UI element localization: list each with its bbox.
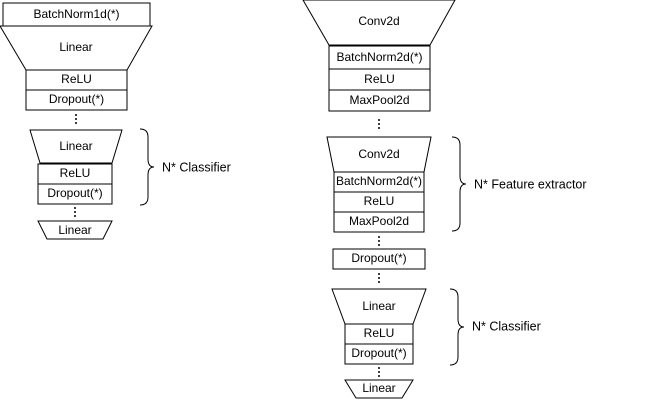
mlp-architecture: BatchNorm1d(*) Linear ReLU Dropout(*) Li… <box>0 2 231 240</box>
dropout-label-cnn-2: Dropout(*) <box>351 346 406 360</box>
ellipsis-cnn-1 <box>378 119 380 129</box>
linear-label-cnn-out: Linear <box>362 381 395 395</box>
batchnorm1d-label: BatchNorm1d(*) <box>33 7 119 21</box>
classifier-brace-cnn <box>449 288 465 366</box>
dropout-label-cnn: Dropout(*) <box>351 251 406 265</box>
maxpool2d-label-2: MaxPool2d <box>349 214 409 228</box>
ellipsis-cnn-3 <box>378 273 380 283</box>
ellipsis-1 <box>75 114 77 124</box>
batchnorm2d-label-2: BatchNorm2d(*) <box>336 174 422 188</box>
linear-label-out: Linear <box>58 223 91 237</box>
linear-label-cnn-1: Linear <box>362 299 395 313</box>
maxpool2d-box-2 <box>333 211 425 233</box>
conv2d-trapezoid-1 <box>302 0 456 46</box>
classifier-brace <box>139 128 155 206</box>
cnn-architecture: Conv2d BatchNorm2d(*) ReLU MaxPool2d Con… <box>302 0 587 399</box>
dropout-box-cnn-2 <box>344 343 414 365</box>
maxpool2d-box-1 <box>328 89 431 112</box>
dropout-label-2: Dropout(*) <box>47 186 102 200</box>
linear-trapezoid-cnn-out <box>344 379 414 399</box>
relu-label-cnn-1: ReLU <box>364 72 395 86</box>
classifier-group-label-cnn: N* Classifier <box>472 319 541 333</box>
batchnorm2d-label-1: BatchNorm2d(*) <box>336 50 422 64</box>
dropout-box-2 <box>37 183 113 205</box>
linear-label-2: Linear <box>59 139 92 153</box>
dropout-box-cnn <box>332 248 426 270</box>
dropout-box-1 <box>25 89 128 111</box>
linear-trapezoid-out <box>37 220 113 240</box>
maxpool2d-label-1: MaxPool2d <box>349 93 409 107</box>
feature-extractor-group-label: N* Feature extractor <box>474 177 587 191</box>
relu-label-cnn-2: ReLU <box>364 194 395 208</box>
relu-label-cnn-3: ReLU <box>364 326 395 340</box>
conv2d-label-2: Conv2d <box>358 147 399 161</box>
feature-extractor-brace <box>451 136 467 232</box>
relu-label-1: ReLU <box>61 72 92 86</box>
conv2d-label-1: Conv2d <box>358 14 399 28</box>
ellipsis-2 <box>74 207 76 217</box>
ellipsis-cnn-2 <box>378 236 380 246</box>
relu-label-2: ReLU <box>60 166 91 180</box>
linear-label-1: Linear <box>59 40 92 54</box>
classifier-group-label: N* Classifier <box>162 160 231 174</box>
ellipsis-cnn-4 <box>378 367 380 377</box>
dropout-label-1: Dropout(*) <box>49 92 104 106</box>
linear-trapezoid-2 <box>29 129 123 164</box>
